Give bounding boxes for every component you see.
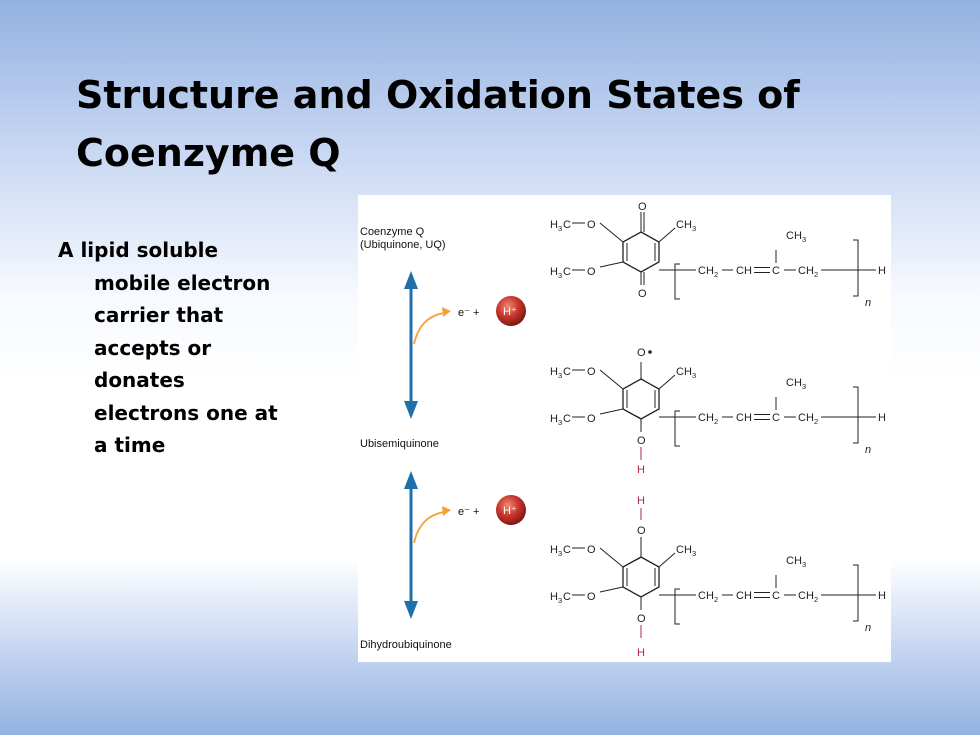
bullet-line-4: accepts or (94, 335, 212, 360)
slide-title: Structure and Oxidation States of Coenzy… (76, 66, 896, 182)
bullet-line-6: electrons one at (94, 400, 278, 425)
double-arrow-2 (404, 471, 418, 619)
bullet-line-2: mobile electron (94, 270, 271, 295)
proton-label-1: H⁺ (503, 306, 517, 318)
svg-text:O: O (637, 613, 646, 625)
bullet-text: A lipid soluble mobile electron carrier … (58, 234, 318, 462)
bullet-line-7: a time (94, 433, 166, 457)
bullet-line-3: carrier that (94, 303, 224, 327)
svg-text:O: O (637, 435, 646, 447)
svg-text:O: O (638, 288, 647, 300)
proton-label-2: H⁺ (503, 505, 517, 517)
proton-ball-1 (496, 296, 526, 326)
curved-arrow-1 (413, 307, 451, 345)
svg-text:H: H (637, 464, 645, 476)
svg-text:O: O (637, 347, 646, 359)
proton-ball-2 (496, 495, 526, 525)
label-coenzyme-q: Coenzyme Q (360, 226, 425, 238)
double-arrow-1 (404, 271, 418, 419)
ubiquinone-structure: O O (549, 201, 887, 310)
label-ubisemiquinone: Ubisemiquinone (360, 438, 439, 450)
electron-label-2: e⁻ + (458, 506, 479, 518)
svg-text:O: O (638, 201, 647, 213)
ubisemiquinone-structure: O O H (549, 347, 887, 476)
svg-text:H: H (637, 647, 645, 659)
coenzyme-q-diagram: CH2 CH C CH3 CH2 H n H3C (360, 201, 887, 659)
slide-title-line-1: Structure and Oxidation States of (76, 73, 800, 117)
slide-title-line-2: Coenzyme Q (76, 131, 341, 175)
bullet-line-1: A lipid soluble (58, 238, 219, 262)
svg-text:H: H (637, 495, 645, 507)
curved-arrow-2 (413, 506, 451, 544)
label-dihydroubiquinone: Dihydroubiquinone (360, 639, 452, 651)
svg-text:O: O (637, 525, 646, 537)
bullet-line-5: donates (94, 368, 185, 392)
dihydroubiquinone-structure: H O O H (549, 495, 887, 659)
label-ubiquinone: (Ubiquinone, UQ) (360, 239, 446, 251)
electron-label-1: e⁻ + (458, 307, 479, 319)
coenzyme-q-figure: CH2 CH C CH3 CH2 H n H3C (358, 195, 891, 662)
